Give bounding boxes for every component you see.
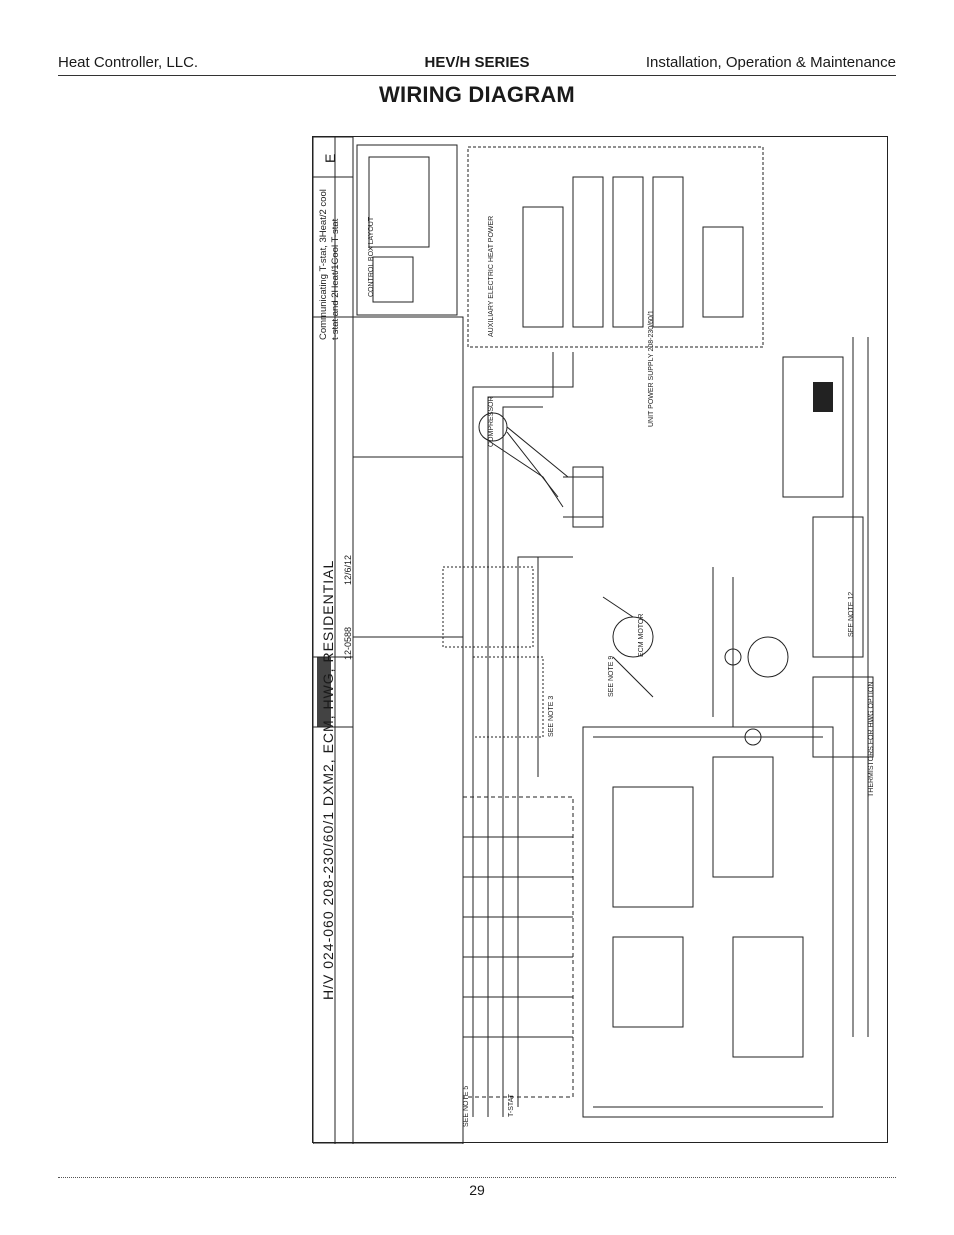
wiring-diagram-sheet: SEE NOTE 12 SEE NOTE 9 SEE NOTE 5 SEE NO… [312,136,888,1144]
see-note-9-label: SEE NOTE 9 [608,656,615,697]
diagram-description-line1: Communicating T-stat, 3Heat/2 cool [318,189,329,340]
thermistors-label: THERMISTORS FOR HWG OPTION [868,682,875,797]
control-box-label: CONTROL BOX LAYOUT [368,216,375,297]
aux-heat-label: AUXILIARY ELECTRIC HEAT POWER [488,216,495,337]
series-name: HEV/H SERIES [424,54,530,71]
company-name: Heat Controller, LLC. [58,54,199,71]
header-rule [58,75,896,76]
see-note-3-label: SEE NOTE 3 [548,696,555,737]
see-note-12-label: SEE NOTE 12 [848,592,855,637]
page-title: WIRING DIAGRAM [379,82,575,107]
manual-title: Installation, Operation & Maintenance [645,54,896,71]
footer-rule [58,1177,896,1178]
drawing-number: 12-0588 [343,626,353,660]
drawing-date: 12/6/12 [343,554,353,585]
diagram-description-line2: t-stat and 2Heat/1Cool T-stat [330,218,341,340]
compressor-label: COMPRESSOR [488,396,495,447]
unit-power-label: UNIT POWER SUPPLY 208-230/60/1 [648,310,655,427]
wiring-diagram: SEE NOTE 12 SEE NOTE 9 SEE NOTE 5 SEE NO… [313,137,875,1144]
revision-letter: E [322,153,338,163]
page-number: 29 [469,1182,485,1198]
t-stat-label: T-STAT [508,1093,515,1117]
ecm-motor-label: ECM MOTOR [638,614,645,657]
see-note-5-label: SEE NOTE 5 [463,1086,470,1127]
diagram-title: H/V 024-060 208-230/60/1 DXM2, ECM, HWG,… [320,559,336,1000]
